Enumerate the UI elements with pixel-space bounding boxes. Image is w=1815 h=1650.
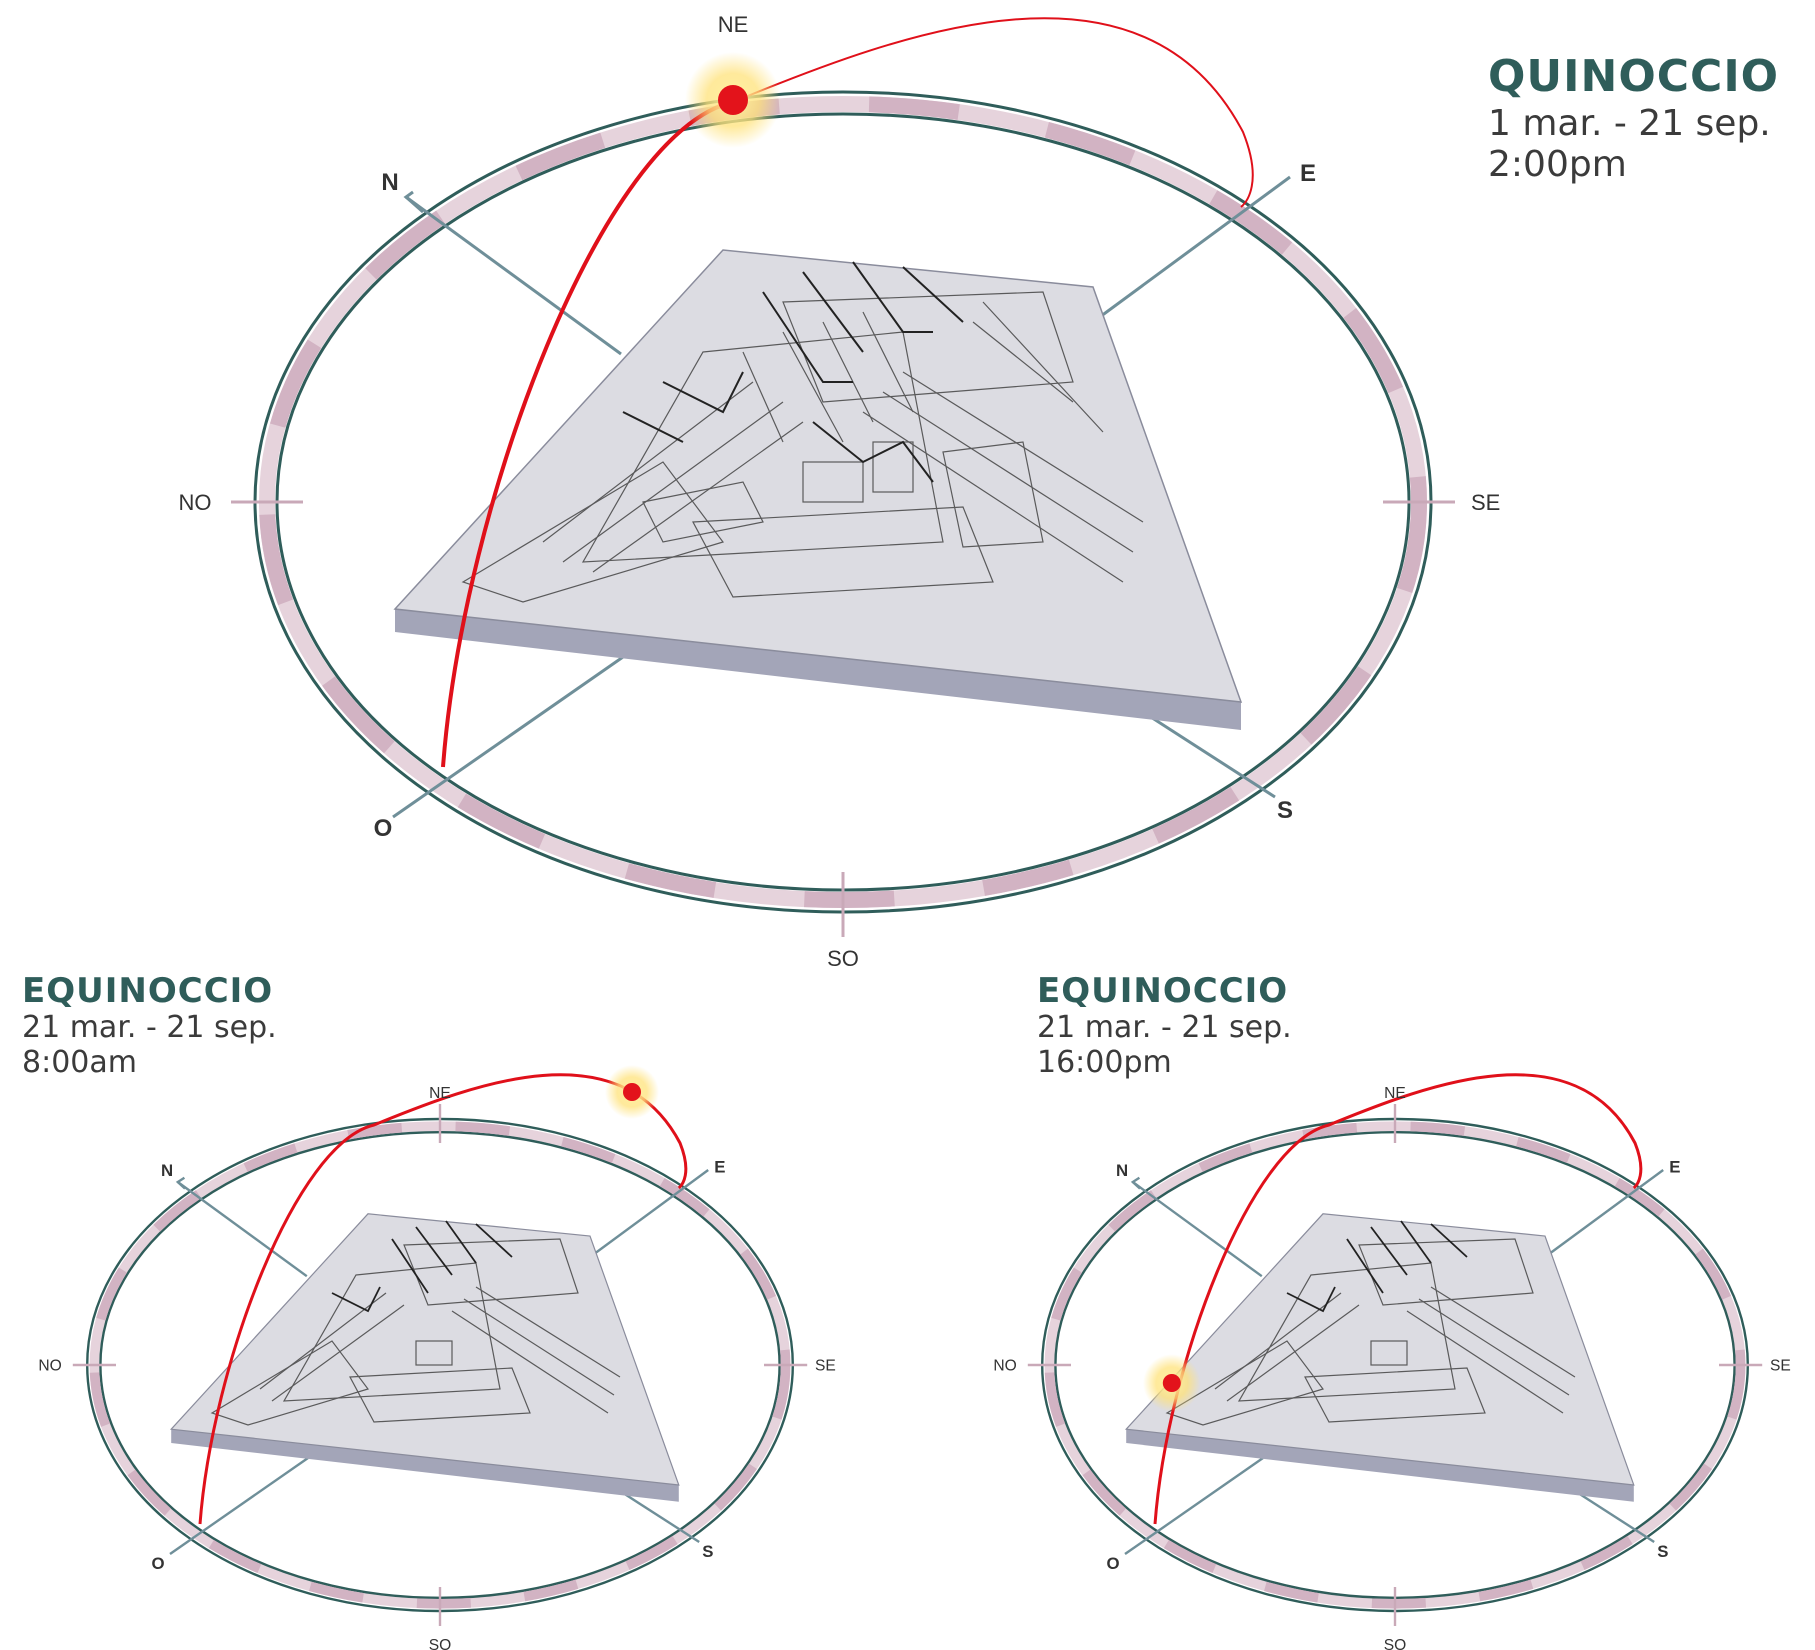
label-no: NO <box>38 1357 61 1374</box>
diagram-title: EQUINOCCIO <box>22 971 274 1011</box>
title-block-morning: EQUINOCCIO 21 mar. - 21 sep. 8:00am <box>22 971 277 1080</box>
label-e: E <box>1300 160 1316 187</box>
sun-icon <box>685 52 781 148</box>
time-label: 2:00pm <box>1488 143 1627 185</box>
sun-icon <box>1143 1354 1201 1412</box>
compass-axes <box>231 175 1455 937</box>
terrain-model <box>1124 1213 1635 1502</box>
label-se: SE <box>1770 1357 1791 1374</box>
label-n: N <box>381 169 398 196</box>
sun-path <box>1153 1073 1643 1525</box>
label-so: SO <box>827 946 859 971</box>
label-ne: NE <box>718 12 749 37</box>
diagram-morning: NE N E NO SE O S SO <box>38 1065 836 1650</box>
axis-west <box>392 655 624 819</box>
title-block-main: QUINOCCIO 1 mar. - 21 sep. 2:00pm <box>1488 51 1780 185</box>
label-e: E <box>1669 1157 1680 1176</box>
label-s: S <box>1657 1542 1668 1561</box>
sun-path <box>441 17 1254 768</box>
label-so: SO <box>429 1637 452 1650</box>
compass-axes <box>1027 1103 1763 1627</box>
label-no: NO <box>179 490 212 515</box>
label-o: O <box>151 1554 164 1573</box>
title-block-afternoon: EQUINOCCIO 21 mar. - 21 sep. 16:00pm <box>1037 971 1292 1080</box>
axis-south <box>1142 710 1276 799</box>
axis-north <box>405 195 622 356</box>
label-so: SO <box>1384 1637 1407 1650</box>
compass-axes <box>72 1103 808 1627</box>
sun-icon <box>605 1065 659 1119</box>
axis-east <box>1092 175 1291 324</box>
terrain-model <box>393 249 1243 730</box>
label-n: N <box>161 1161 173 1180</box>
north-arrow-icon <box>175 1176 186 1190</box>
diagram-title: EQUINOCCIO <box>1037 971 1289 1011</box>
diagram-title: QUINOCCIO <box>1488 51 1780 102</box>
label-e: E <box>714 1157 725 1176</box>
north-arrow-icon <box>1130 1176 1141 1190</box>
label-se: SE <box>815 1357 836 1374</box>
date-range: 21 mar. - 21 sep. <box>22 1010 277 1046</box>
time-label: 8:00am <box>22 1044 137 1080</box>
sun-path <box>198 1073 688 1525</box>
label-o: O <box>374 815 393 842</box>
label-ne: NE <box>1384 1085 1406 1102</box>
label-s: S <box>702 1542 713 1561</box>
terrain-model <box>169 1213 680 1502</box>
label-ne: NE <box>429 1085 451 1102</box>
label-o: O <box>1106 1554 1119 1573</box>
diagram-afternoon: NE N E NO SE O S SO <box>993 1073 1791 1650</box>
label-n: N <box>1116 1161 1128 1180</box>
date-range: 21 mar. - 21 sep. <box>1037 1010 1292 1046</box>
label-se: SE <box>1471 490 1500 515</box>
date-range: 1 mar. - 21 sep. <box>1488 102 1771 144</box>
label-no: NO <box>993 1357 1016 1374</box>
time-label: 16:00pm <box>1037 1044 1172 1080</box>
diagram-main: NE N E NO SE O S SO <box>179 12 1501 971</box>
label-s: S <box>1277 797 1293 824</box>
